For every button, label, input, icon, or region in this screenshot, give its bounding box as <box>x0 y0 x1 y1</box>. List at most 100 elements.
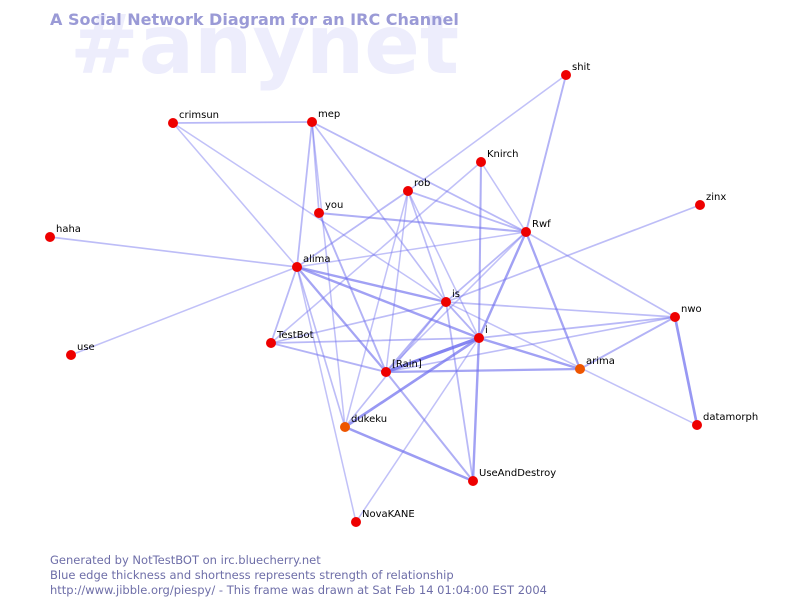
node-novakane <box>351 517 361 527</box>
edge-mep-alima <box>296 121 313 268</box>
edge-testbot-rain <box>270 342 387 373</box>
edge-rob-is <box>407 190 447 303</box>
node-label-useanddestroy: UseAndDestroy <box>479 468 556 479</box>
node-datamorph <box>692 420 702 430</box>
edge-knirch-i <box>477 160 483 340</box>
edge-rob-rain <box>385 190 409 373</box>
edge-alima-is <box>295 265 448 304</box>
edge-is-nwo <box>445 301 676 318</box>
edge-shit-rwf <box>525 74 567 233</box>
node-testbot <box>266 338 276 348</box>
edge-crimsun-alima <box>172 122 298 268</box>
node-label-haha: haha <box>56 224 81 235</box>
node-label-use: use <box>77 342 95 353</box>
edge-nwo-rain <box>385 316 676 373</box>
edge-nwo-i <box>478 316 676 339</box>
edge-rob-rwf <box>407 190 527 233</box>
edge-is-datamorph <box>445 301 698 426</box>
edge-crimsun-mep <box>172 121 313 124</box>
node-use <box>66 350 76 360</box>
node-label-arima: arima <box>586 356 615 367</box>
edge-i-useanddestroy <box>471 336 481 483</box>
edge-is-useanddestroy <box>445 301 474 482</box>
edge-rwf-alima <box>296 231 527 268</box>
node-label-rain: [Rain] <box>392 359 422 370</box>
node-nwo <box>670 312 680 322</box>
edge-mep-rwf <box>311 121 527 233</box>
node-crimsun <box>168 118 178 128</box>
node-label-i: i <box>485 325 488 336</box>
node-label-testbot: TestBot <box>276 330 314 341</box>
edge-mep-is <box>311 121 447 303</box>
node-you <box>314 208 324 218</box>
edge-alima-testbot <box>270 266 298 344</box>
node-label-datamorph: datamorph <box>703 412 758 423</box>
edge-zinx-is <box>445 204 701 303</box>
node-label-shit: shit <box>572 62 590 73</box>
edge-shit-rob <box>407 74 567 192</box>
footer-legend-line: Blue edge thickness and shortness repres… <box>50 568 454 582</box>
edge-i-arima <box>477 336 582 371</box>
node-label-zinx: zinx <box>706 192 726 203</box>
edge-i-novakane <box>355 337 480 523</box>
node-label-nwo: nwo <box>681 304 702 315</box>
edge-alima-use <box>70 266 298 356</box>
edge-nwo-datamorph <box>673 315 699 427</box>
edge-mep-you <box>311 121 320 214</box>
edge-i-rain <box>384 336 481 374</box>
edge-layer <box>49 74 701 523</box>
node-label-you: you <box>325 200 343 211</box>
node-rob <box>403 186 413 196</box>
node-useanddestroy <box>468 476 478 486</box>
node-label-rob: rob <box>414 178 430 189</box>
edge-rain-arima <box>384 367 582 374</box>
edge-alima-dukeku <box>296 266 346 428</box>
node-i <box>474 333 484 343</box>
node-alima <box>292 262 302 272</box>
edge-i-dukeku <box>343 336 481 429</box>
edge-is-rain <box>385 301 447 373</box>
node-zinx <box>695 200 705 210</box>
node-label-novakane: NovaKANE <box>362 509 415 520</box>
edge-you-rain <box>318 212 387 373</box>
node-label-rwf: Rwf <box>532 219 551 230</box>
edge-haha-alima <box>49 236 298 268</box>
edge-rwf-rain <box>385 231 527 373</box>
node-label-is: is <box>452 289 460 300</box>
node-arima <box>575 364 585 374</box>
node-label-mep: mep <box>318 109 340 120</box>
node-knirch <box>476 157 486 167</box>
node-label-knirch: Knirch <box>487 149 518 160</box>
edge-rain-useanddestroy <box>384 370 475 483</box>
edge-is-testbot <box>270 301 447 344</box>
node-rain <box>381 367 391 377</box>
edge-is-i <box>445 301 480 339</box>
node-dukeku <box>340 422 350 432</box>
node-rwf <box>521 227 531 237</box>
edge-rwf-arima <box>524 230 582 371</box>
edge-rob-alima <box>296 190 409 268</box>
edge-alima-novakane <box>296 266 357 523</box>
edge-alima-rain <box>295 265 388 374</box>
node-label-alima: alima <box>303 254 331 265</box>
channel-watermark: #anynet <box>70 0 460 93</box>
edge-crimsun-is <box>172 122 447 303</box>
node-shit <box>561 70 571 80</box>
edge-knirch-rwf <box>480 161 527 233</box>
edge-you-rwf <box>317 211 528 234</box>
edge-alima-i <box>295 265 481 340</box>
edge-rwf-i <box>477 230 528 340</box>
footer: Generated by NotTestBOT on irc.bluecherr… <box>50 553 547 598</box>
footer-timestamp-line: http://www.jibble.org/piespy/ - This fra… <box>50 583 547 597</box>
edge-i-testbot <box>270 337 480 344</box>
edge-knirch-testbot <box>270 161 482 344</box>
node-label-crimsun: crimsun <box>179 110 219 121</box>
node-is <box>441 297 451 307</box>
edge-rwf-is <box>445 231 527 303</box>
edge-nwo-arima <box>579 316 676 370</box>
edge-dukeku-useanddestroy <box>343 425 475 483</box>
edge-rob-i <box>407 190 480 339</box>
